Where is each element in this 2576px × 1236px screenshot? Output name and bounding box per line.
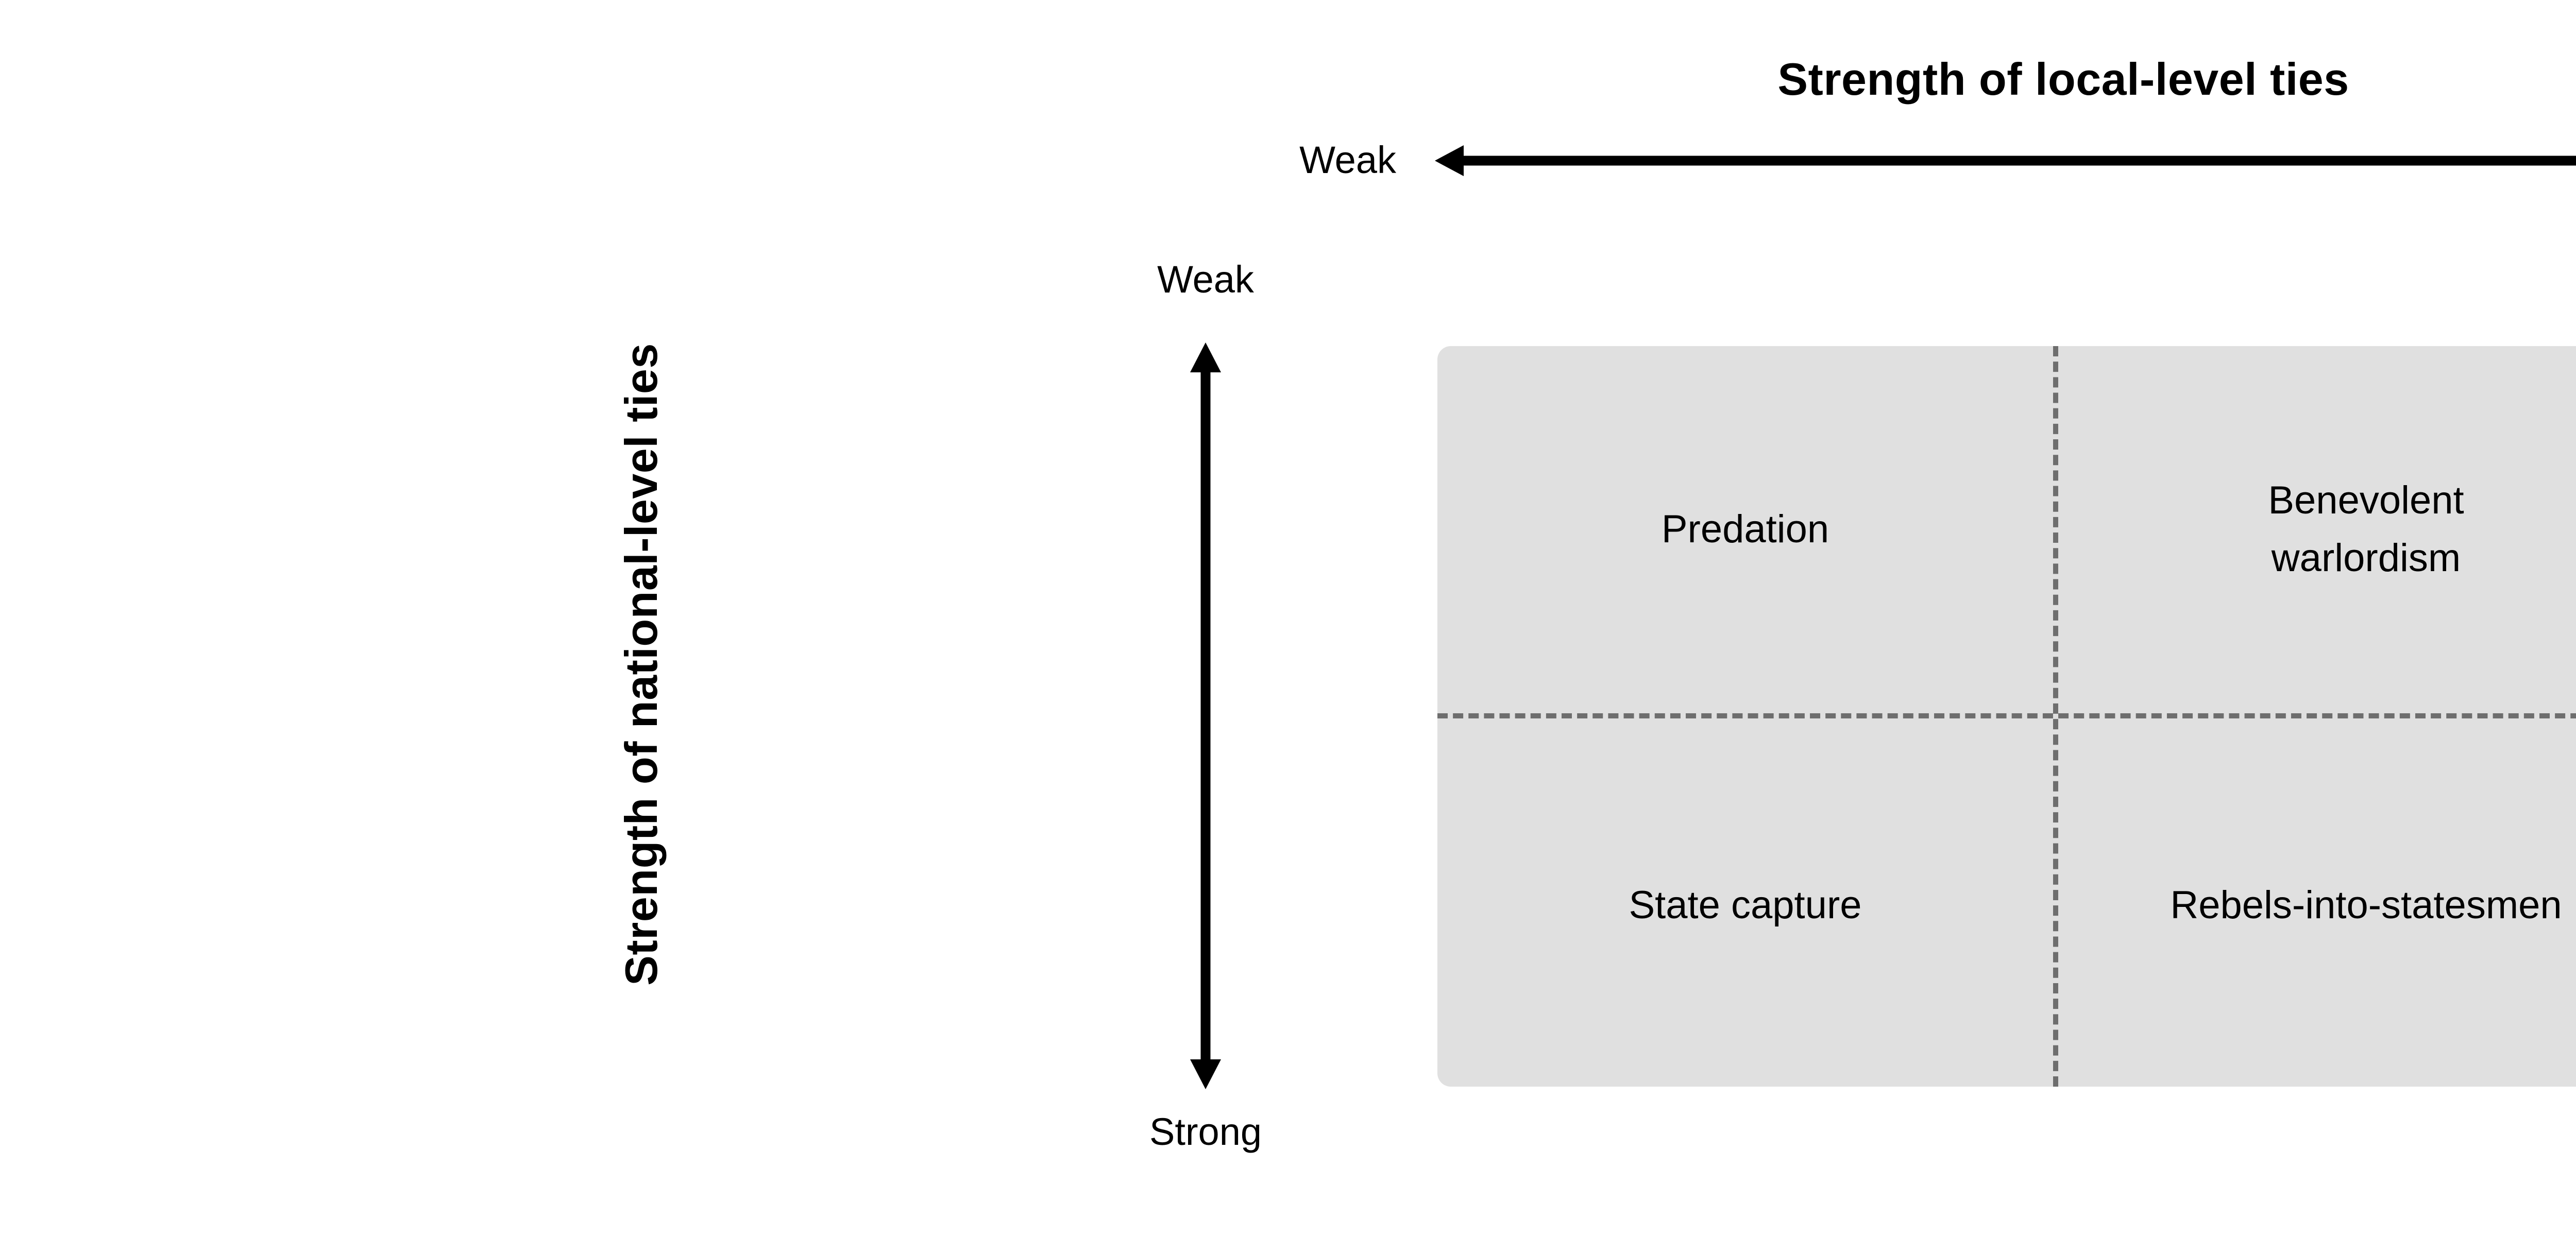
quadrant-label-bottom-left: State capture	[1629, 883, 1862, 927]
x-axis-low-label: Weak	[1299, 139, 1396, 181]
x-axis-title: Strength of local-level ties	[1777, 54, 2349, 105]
matrix-horizontal-divider	[1437, 713, 2576, 718]
y-axis-low-label: Weak	[1157, 258, 1254, 301]
quadrant-label-top-right: Benevolent warlordism	[2268, 478, 2464, 580]
matrix-box: Predation Benevolent warlordism State ca…	[1437, 346, 2576, 1087]
y-axis-title: Strength of national-level ties	[615, 343, 667, 986]
horizontal-double-arrow-icon	[1435, 145, 2576, 176]
y-axis-high-label: Strong	[1149, 1110, 1262, 1153]
quadrant-label-bottom-right: Rebels-into-statesmen	[2170, 883, 2562, 927]
quadrant-label-top-left: Predation	[1661, 507, 1829, 551]
vertical-double-arrow-icon	[1190, 342, 1221, 1089]
